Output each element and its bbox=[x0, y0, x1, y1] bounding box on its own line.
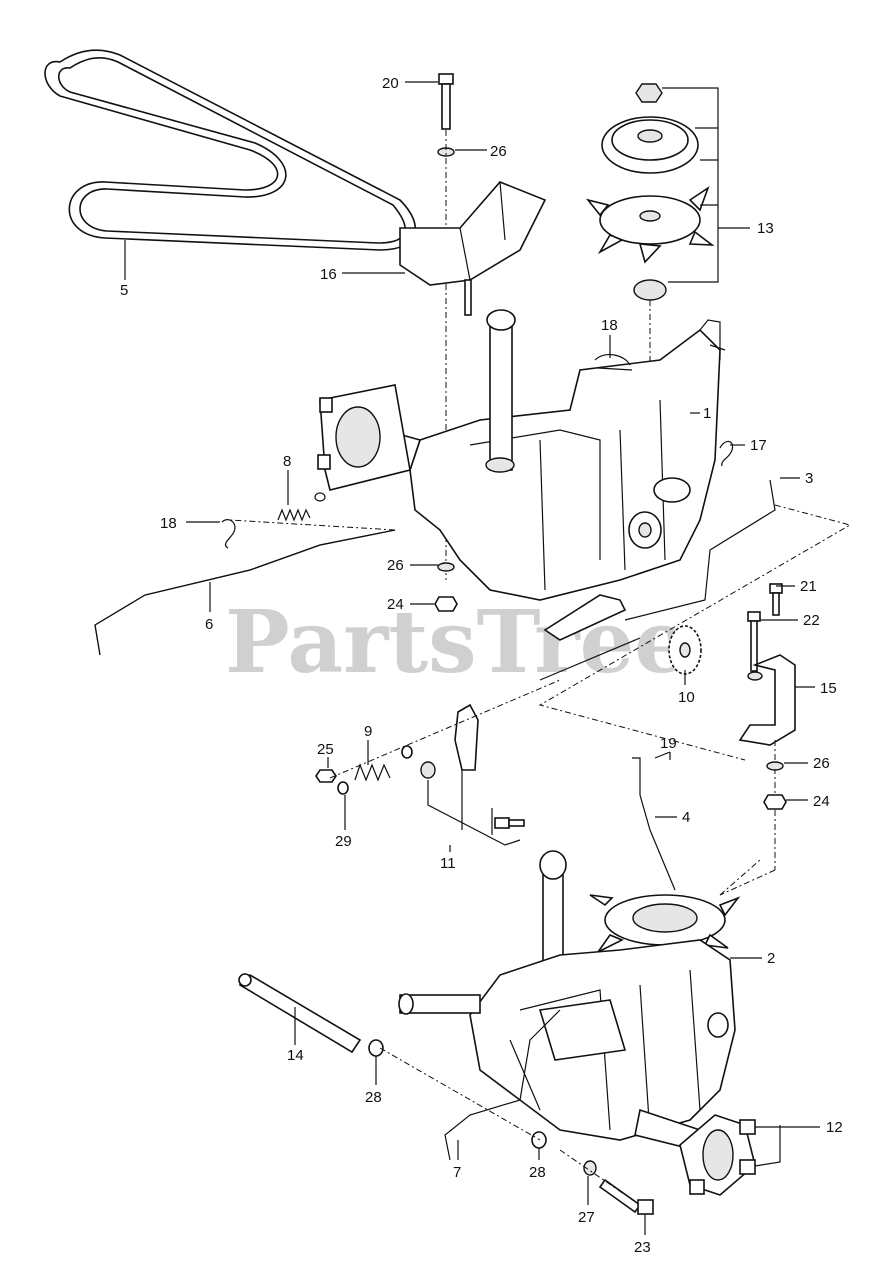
bolt-part-22[interactable] bbox=[747, 611, 761, 672]
callout-18-left[interactable]: 18 bbox=[160, 515, 177, 532]
callout-labels: 20 26 5 16 13 18 1 17 3 8 18 6 26 24 21 … bbox=[120, 75, 843, 1256]
nut-part-24-mid[interactable] bbox=[434, 596, 458, 612]
callout-14[interactable]: 14 bbox=[287, 1047, 304, 1064]
rod-part-3[interactable] bbox=[624, 479, 776, 621]
callout-8[interactable]: 8 bbox=[283, 453, 291, 470]
callout-6[interactable]: 6 bbox=[205, 616, 213, 633]
nut-part-25[interactable] bbox=[315, 769, 337, 783]
callout-12[interactable]: 12 bbox=[826, 1119, 843, 1136]
callout-26-right[interactable]: 26 bbox=[813, 755, 830, 772]
callout-23[interactable]: 23 bbox=[634, 1239, 651, 1256]
bolt-part-20[interactable] bbox=[438, 73, 454, 130]
washer-part-27[interactable] bbox=[583, 1160, 597, 1176]
callout-4[interactable]: 4 bbox=[682, 809, 690, 826]
leader-lines bbox=[124, 81, 815, 1235]
callout-10[interactable]: 10 bbox=[678, 689, 695, 706]
washer-part-29[interactable] bbox=[337, 781, 349, 795]
rod-part-4[interactable] bbox=[632, 757, 676, 891]
shaft-part-14[interactable] bbox=[238, 973, 362, 1054]
callout-24-mid[interactable]: 24 bbox=[387, 596, 404, 613]
transaxle-part-2[interactable] bbox=[398, 850, 741, 1151]
callout-2[interactable]: 2 bbox=[767, 950, 775, 967]
callout-28-left[interactable]: 28 bbox=[365, 1089, 382, 1106]
pin-part-19[interactable] bbox=[654, 751, 671, 759]
callout-21[interactable]: 21 bbox=[800, 578, 817, 595]
transaxle-part-1[interactable] bbox=[317, 309, 721, 641]
callout-27[interactable]: 27 bbox=[578, 1209, 595, 1226]
callout-13[interactable]: 13 bbox=[757, 220, 774, 237]
callout-15[interactable]: 15 bbox=[820, 680, 837, 697]
bracket-part-16[interactable] bbox=[399, 181, 547, 316]
callout-1[interactable]: 1 bbox=[703, 405, 711, 422]
clip-part-17[interactable] bbox=[719, 440, 734, 467]
callout-5[interactable]: 5 bbox=[120, 282, 128, 299]
bolt-part-23[interactable] bbox=[598, 1178, 654, 1215]
callout-17[interactable]: 17 bbox=[750, 437, 767, 454]
callout-26-mid[interactable]: 26 bbox=[387, 557, 404, 574]
callout-16[interactable]: 16 bbox=[320, 266, 337, 283]
callout-29[interactable]: 29 bbox=[335, 833, 352, 850]
sprocket-part-10[interactable] bbox=[668, 625, 702, 675]
clip-part-18-upper[interactable] bbox=[594, 353, 633, 371]
hub-part-12[interactable] bbox=[679, 1114, 756, 1196]
callout-18-upper[interactable]: 18 bbox=[601, 317, 618, 334]
clip-part-18-left[interactable] bbox=[221, 519, 236, 549]
callout-20[interactable]: 20 bbox=[382, 75, 399, 92]
callout-24-right[interactable]: 24 bbox=[813, 793, 830, 810]
callout-11[interactable]: 11 bbox=[440, 855, 456, 872]
spring-part-9[interactable] bbox=[354, 763, 391, 782]
bracket-part-15[interactable] bbox=[738, 654, 796, 746]
washer-part-26-right[interactable] bbox=[766, 761, 784, 771]
callout-26-top[interactable]: 26 bbox=[490, 143, 507, 160]
rod-part-7[interactable] bbox=[444, 1009, 561, 1161]
callout-7[interactable]: 7 bbox=[453, 1164, 461, 1181]
callout-19[interactable]: 19 bbox=[660, 735, 677, 752]
belt-part-5[interactable] bbox=[44, 49, 416, 251]
bolt-part-21[interactable] bbox=[769, 583, 783, 616]
washer-part-26-mid[interactable] bbox=[437, 562, 455, 572]
pulley-fan-part-13[interactable] bbox=[585, 83, 715, 301]
callout-25[interactable]: 25 bbox=[317, 741, 334, 758]
callout-22[interactable]: 22 bbox=[803, 612, 820, 629]
spring-part-8[interactable] bbox=[277, 492, 326, 522]
callout-9[interactable]: 9 bbox=[364, 723, 372, 740]
callout-3[interactable]: 3 bbox=[805, 470, 813, 487]
lever-part-11[interactable] bbox=[420, 703, 525, 829]
nut-part-24-right[interactable] bbox=[763, 794, 787, 810]
callout-28-bottom[interactable]: 28 bbox=[529, 1164, 546, 1181]
